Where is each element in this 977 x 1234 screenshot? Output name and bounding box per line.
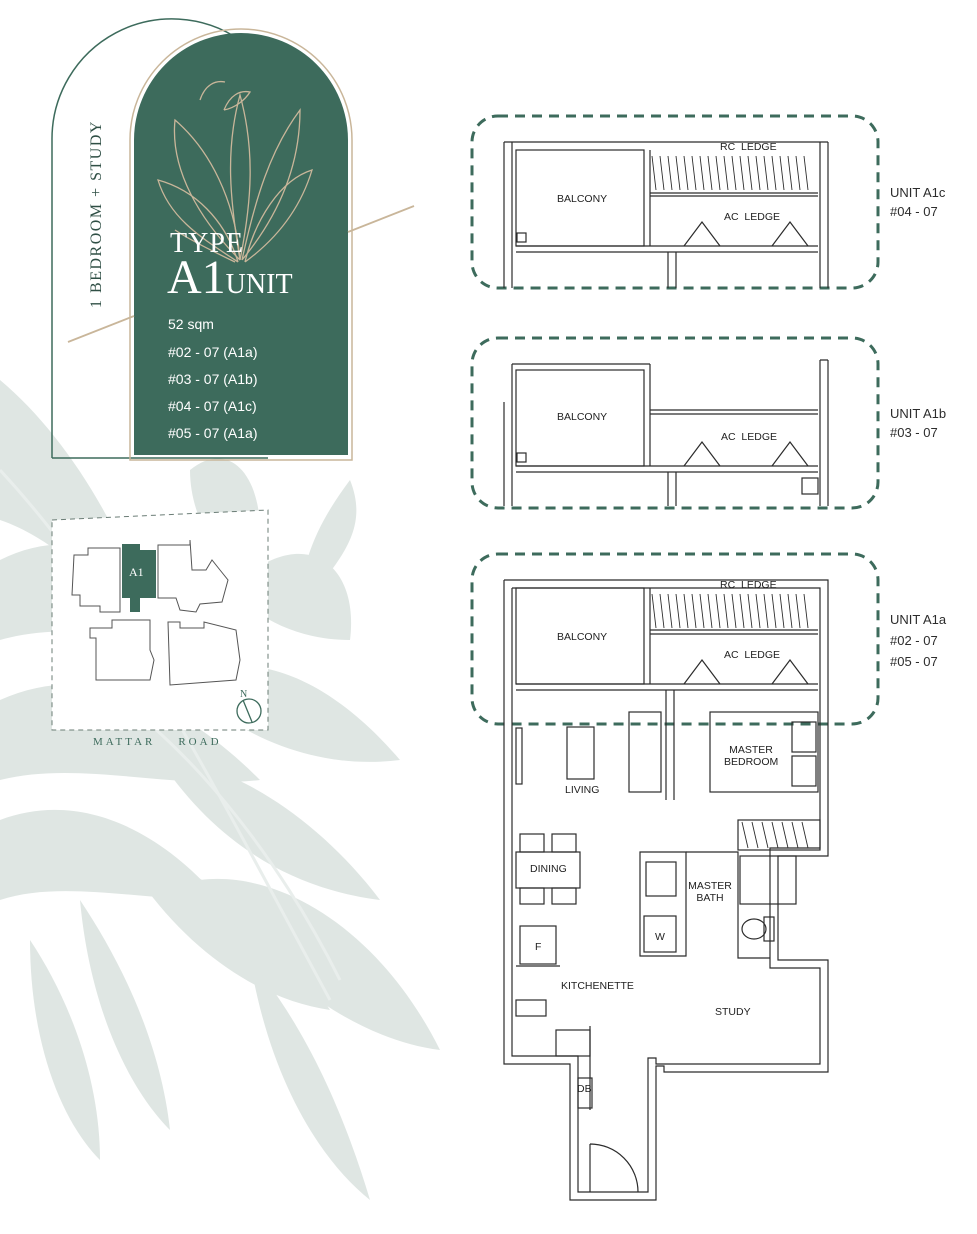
unit-list-item: #04 - 07 (A1c)	[168, 398, 257, 414]
room-label-kitchenette: KITCHENETTE	[561, 980, 634, 992]
type-word: TYPE	[170, 228, 244, 259]
unit-area: 52 sqm	[168, 316, 214, 332]
key-plan-unit-highlight	[122, 544, 156, 612]
variant-name: UNIT A1b	[890, 406, 947, 421]
unit-list-item: #03 - 07 (A1b)	[168, 371, 258, 387]
variant-frame-a1b	[470, 336, 880, 510]
room-label-ac-ledge: AC LEDGE	[724, 649, 781, 661]
north-marker: N	[240, 689, 248, 700]
variant-floor: #03 - 07	[890, 425, 938, 440]
variant-label-a1b: UNIT A1b #03 - 07	[890, 404, 946, 442]
room-label-balcony: BALCONY	[557, 631, 608, 643]
variant-frame-a1c	[470, 114, 880, 290]
room-label-washer: W	[655, 931, 665, 943]
room-label-dining: DINING	[530, 863, 567, 875]
room-label-master-bedroom: MASTER BEDROOM	[724, 744, 779, 768]
type-code-suffix: UNIT	[225, 269, 293, 300]
road-label: MATTAR ROAD	[93, 736, 222, 748]
room-label-rc-ledge: RC LEDGE	[720, 579, 777, 591]
room-label-living: LIVING	[565, 784, 600, 796]
variant-floor: #02 - 07	[890, 633, 938, 648]
type-code-main: A1	[167, 251, 226, 304]
key-plan-unit-tag: A1	[129, 565, 144, 579]
variant-label-a1a: UNIT A1a #02 - 07 #05 - 07	[890, 609, 946, 672]
room-label-balcony: BALCONY	[557, 411, 608, 423]
variant-name: UNIT A1c	[890, 185, 946, 200]
room-label-master-bath: MASTER BATH	[688, 880, 732, 904]
variant-floor: #05 - 07	[890, 654, 938, 669]
variant-name: UNIT A1a	[890, 612, 947, 627]
room-label-db: DB	[577, 1083, 592, 1095]
variant-label-a1c: UNIT A1c #04 - 07	[890, 183, 945, 221]
unit-list-item: #05 - 07 (A1a)	[168, 425, 258, 441]
room-label-fridge: F	[535, 941, 542, 953]
room-label-balcony: BALCONY	[557, 193, 608, 205]
variant-floor: #04 - 07	[890, 204, 938, 219]
room-label-rc-ledge: RC LEDGE	[720, 141, 777, 153]
room-label-study: STUDY	[715, 1006, 751, 1018]
unit-list-item: #02 - 07 (A1a)	[168, 344, 258, 360]
variant-frame-a1a	[470, 552, 880, 726]
type-code: A1UNIT	[167, 252, 293, 311]
room-label-ac-ledge: AC LEDGE	[724, 211, 781, 223]
room-label-ac-ledge: AC LEDGE	[721, 431, 778, 443]
